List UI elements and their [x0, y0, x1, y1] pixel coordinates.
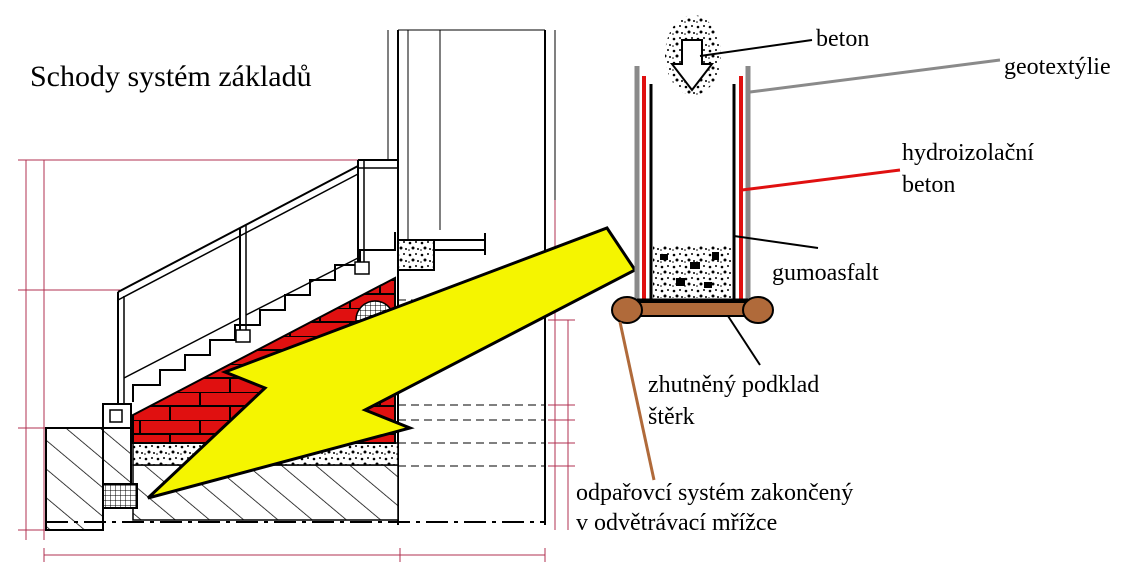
stair-steps — [132, 232, 396, 402]
diagram-title: Schody systém základů — [30, 60, 312, 93]
label-hydroizolacni: hydroizolační — [902, 140, 1034, 166]
label-sterk: štěrk — [648, 404, 695, 430]
detail-section — [611, 15, 774, 324]
leader-lines — [618, 39, 1001, 481]
label-geotextilie: geotextýlie — [1004, 54, 1111, 80]
yellow-pointer-arrow — [146, 226, 638, 500]
front-post — [102, 403, 138, 509]
label-odvetravaci-mrizka: v odvětrávací mřížce — [576, 510, 777, 536]
label-gumoasfalt: gumoasfalt — [772, 260, 879, 286]
label-hydroizolacni-beton: beton — [902, 172, 955, 198]
landing-block — [397, 239, 435, 271]
label-odparovaci-system: odpařovcí systém zakončený — [576, 480, 853, 506]
stair-railing — [117, 159, 398, 404]
label-beton: beton — [816, 26, 869, 52]
label-zhutneny-podklad: zhutněný podklad — [648, 372, 819, 398]
